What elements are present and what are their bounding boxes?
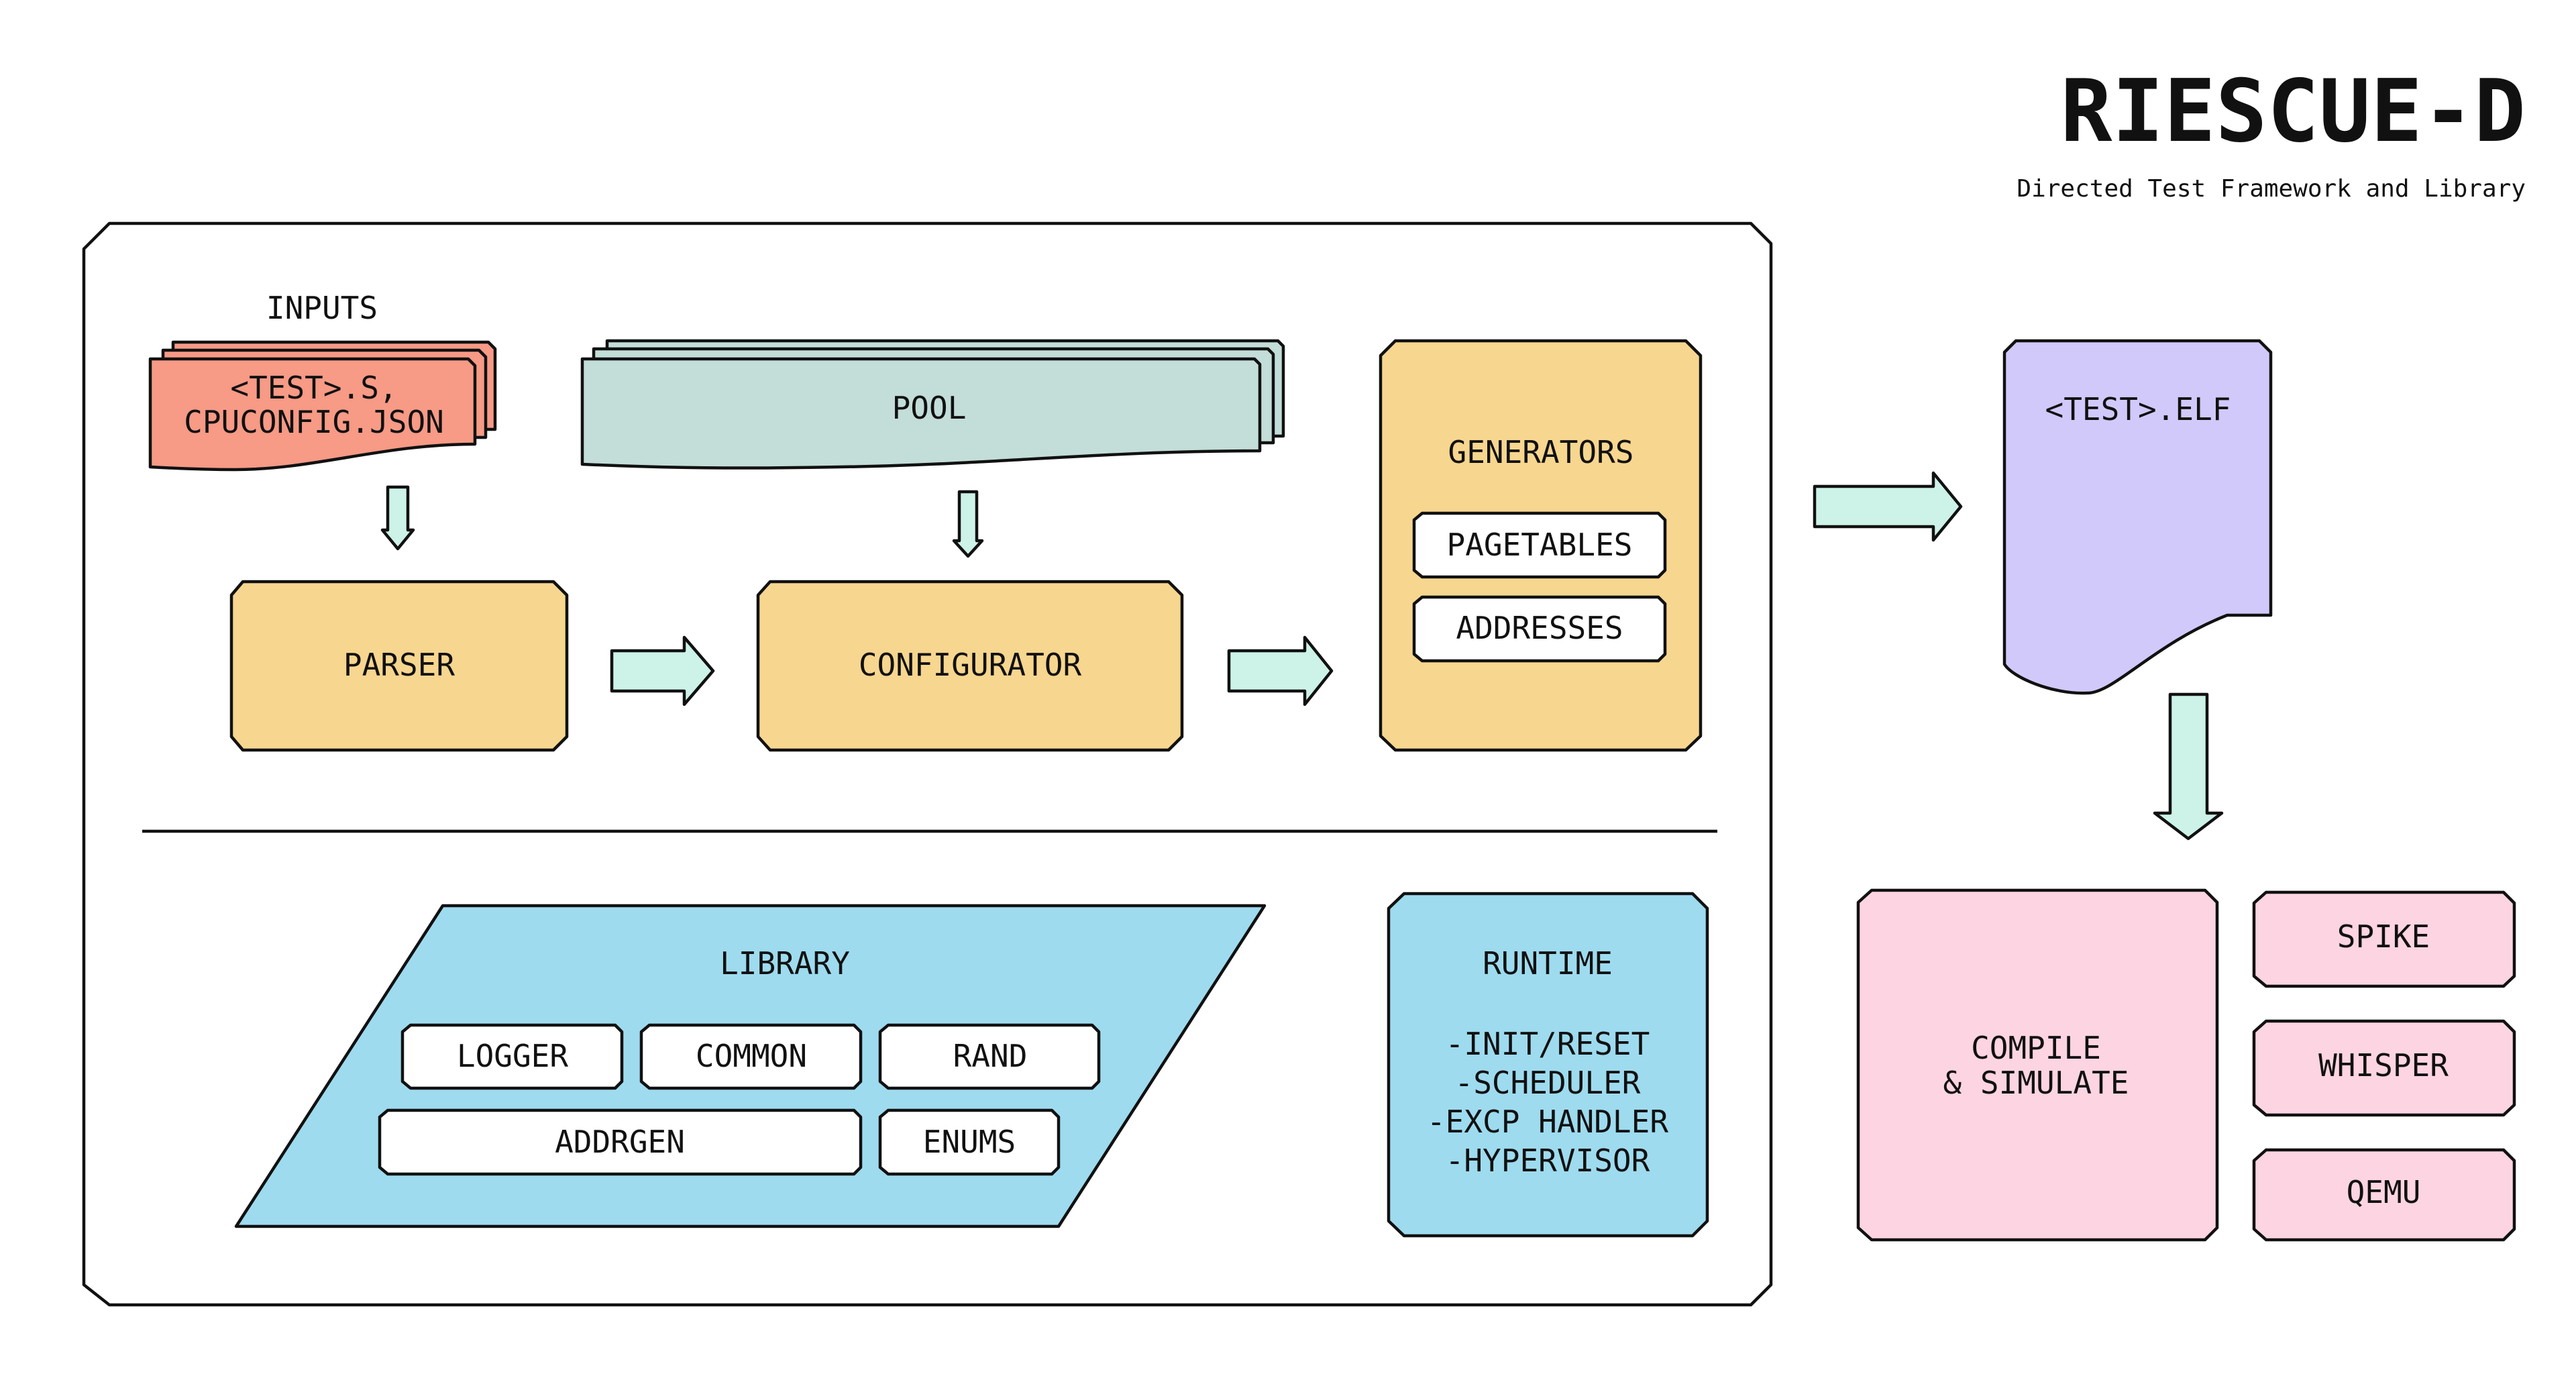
configurator-box: CONFIGURATOR [756, 580, 1184, 752]
generators-title: GENERATORS [1448, 434, 1634, 470]
library-enums-box [878, 1108, 1061, 1176]
parser-box: PARSER [229, 580, 569, 752]
library-common-box [639, 1023, 863, 1090]
library-title: LIBRARY [720, 945, 850, 982]
inputs-file-line2: CPUCONFIG.JSON [184, 404, 444, 440]
generator-pagetables-box [1412, 511, 1667, 579]
diagram-subtitle: Directed Test Framework and Library [2017, 175, 2526, 203]
compile-label-line1: COMPILE [1971, 1030, 2101, 1066]
pool-stack: POOL [580, 339, 1285, 470]
diagram-title: RIESCUE-D [2060, 62, 2526, 162]
inputs-file-stack: <TEST>.S, CPUCONFIG.JSON [148, 340, 497, 472]
generators-box: GENERATORS PAGETABLES ADDRESSES [1379, 339, 1703, 752]
runtime-title: RUNTIME [1483, 945, 1613, 982]
compile-simulate-box: COMPILE & SIMULATE [1856, 888, 2219, 1242]
arrow-pool-to-configurator [952, 490, 984, 558]
simulator-whisper-label: WHISPER [2318, 1047, 2449, 1083]
header: RIESCUE-D Directed Test Framework and Li… [2017, 62, 2526, 203]
runtime-item-hypervisor: -HYPERVISOR [1446, 1143, 1650, 1179]
pool-label: POOL [892, 390, 967, 426]
elf-document: <TEST>.ELF [2002, 339, 2273, 695]
simulator-qemu: QEMU [2252, 1148, 2516, 1242]
elf-label: <TEST>.ELF [2045, 391, 2231, 427]
generator-addresses-box [1412, 595, 1667, 663]
library-logger-box [400, 1023, 624, 1090]
simulator-spike: SPIKE [2252, 890, 2516, 988]
library-addrgen-label: ADDRGEN [555, 1124, 685, 1160]
arrow-framework-to-elf [1813, 471, 1963, 542]
library-addrgen-box [378, 1108, 863, 1176]
simulator-qemu-label: QEMU [2347, 1174, 2421, 1210]
parser-label: PARSER [343, 647, 455, 683]
arrow-inputs-to-parser [380, 485, 415, 551]
configurator-label: CONFIGURATOR [859, 647, 1082, 683]
library-rand-box [878, 1023, 1101, 1090]
inputs-file-line1: <TEST>.S, [230, 370, 397, 406]
runtime-box: RUNTIME -INIT/RESET -SCHEDULER -EXCP HAN… [1387, 892, 1709, 1238]
generator-addresses-label: ADDRESSES [1456, 610, 1623, 646]
arrow-elf-to-compile [2153, 692, 2224, 841]
library-enums-label: ENUMS [923, 1124, 1016, 1160]
inputs-label: INPUTS [266, 290, 378, 326]
arrow-configurator-to-generators [1227, 635, 1334, 706]
library-box: LIBRARY LOGGER COMMON RAND ADDRGEN ENUMS [234, 904, 1267, 1228]
library-logger-label: LOGGER [457, 1038, 568, 1074]
runtime-item-excp-handler: -EXCP HANDLER [1427, 1104, 1668, 1140]
runtime-item-init-reset: -INIT/RESET [1446, 1026, 1650, 1062]
library-common-label: COMMON [696, 1038, 807, 1074]
simulator-spike-label: SPIKE [2337, 918, 2430, 955]
runtime-item-scheduler: -SCHEDULER [1455, 1065, 1641, 1101]
library-rand-label: RAND [953, 1038, 1028, 1074]
simulator-whisper: WHISPER [2252, 1019, 2516, 1117]
arrow-parser-to-configurator [610, 635, 715, 706]
generator-pagetables-label: PAGETABLES [1447, 527, 1633, 563]
compile-label-line2: & SIMULATE [1943, 1065, 2129, 1101]
